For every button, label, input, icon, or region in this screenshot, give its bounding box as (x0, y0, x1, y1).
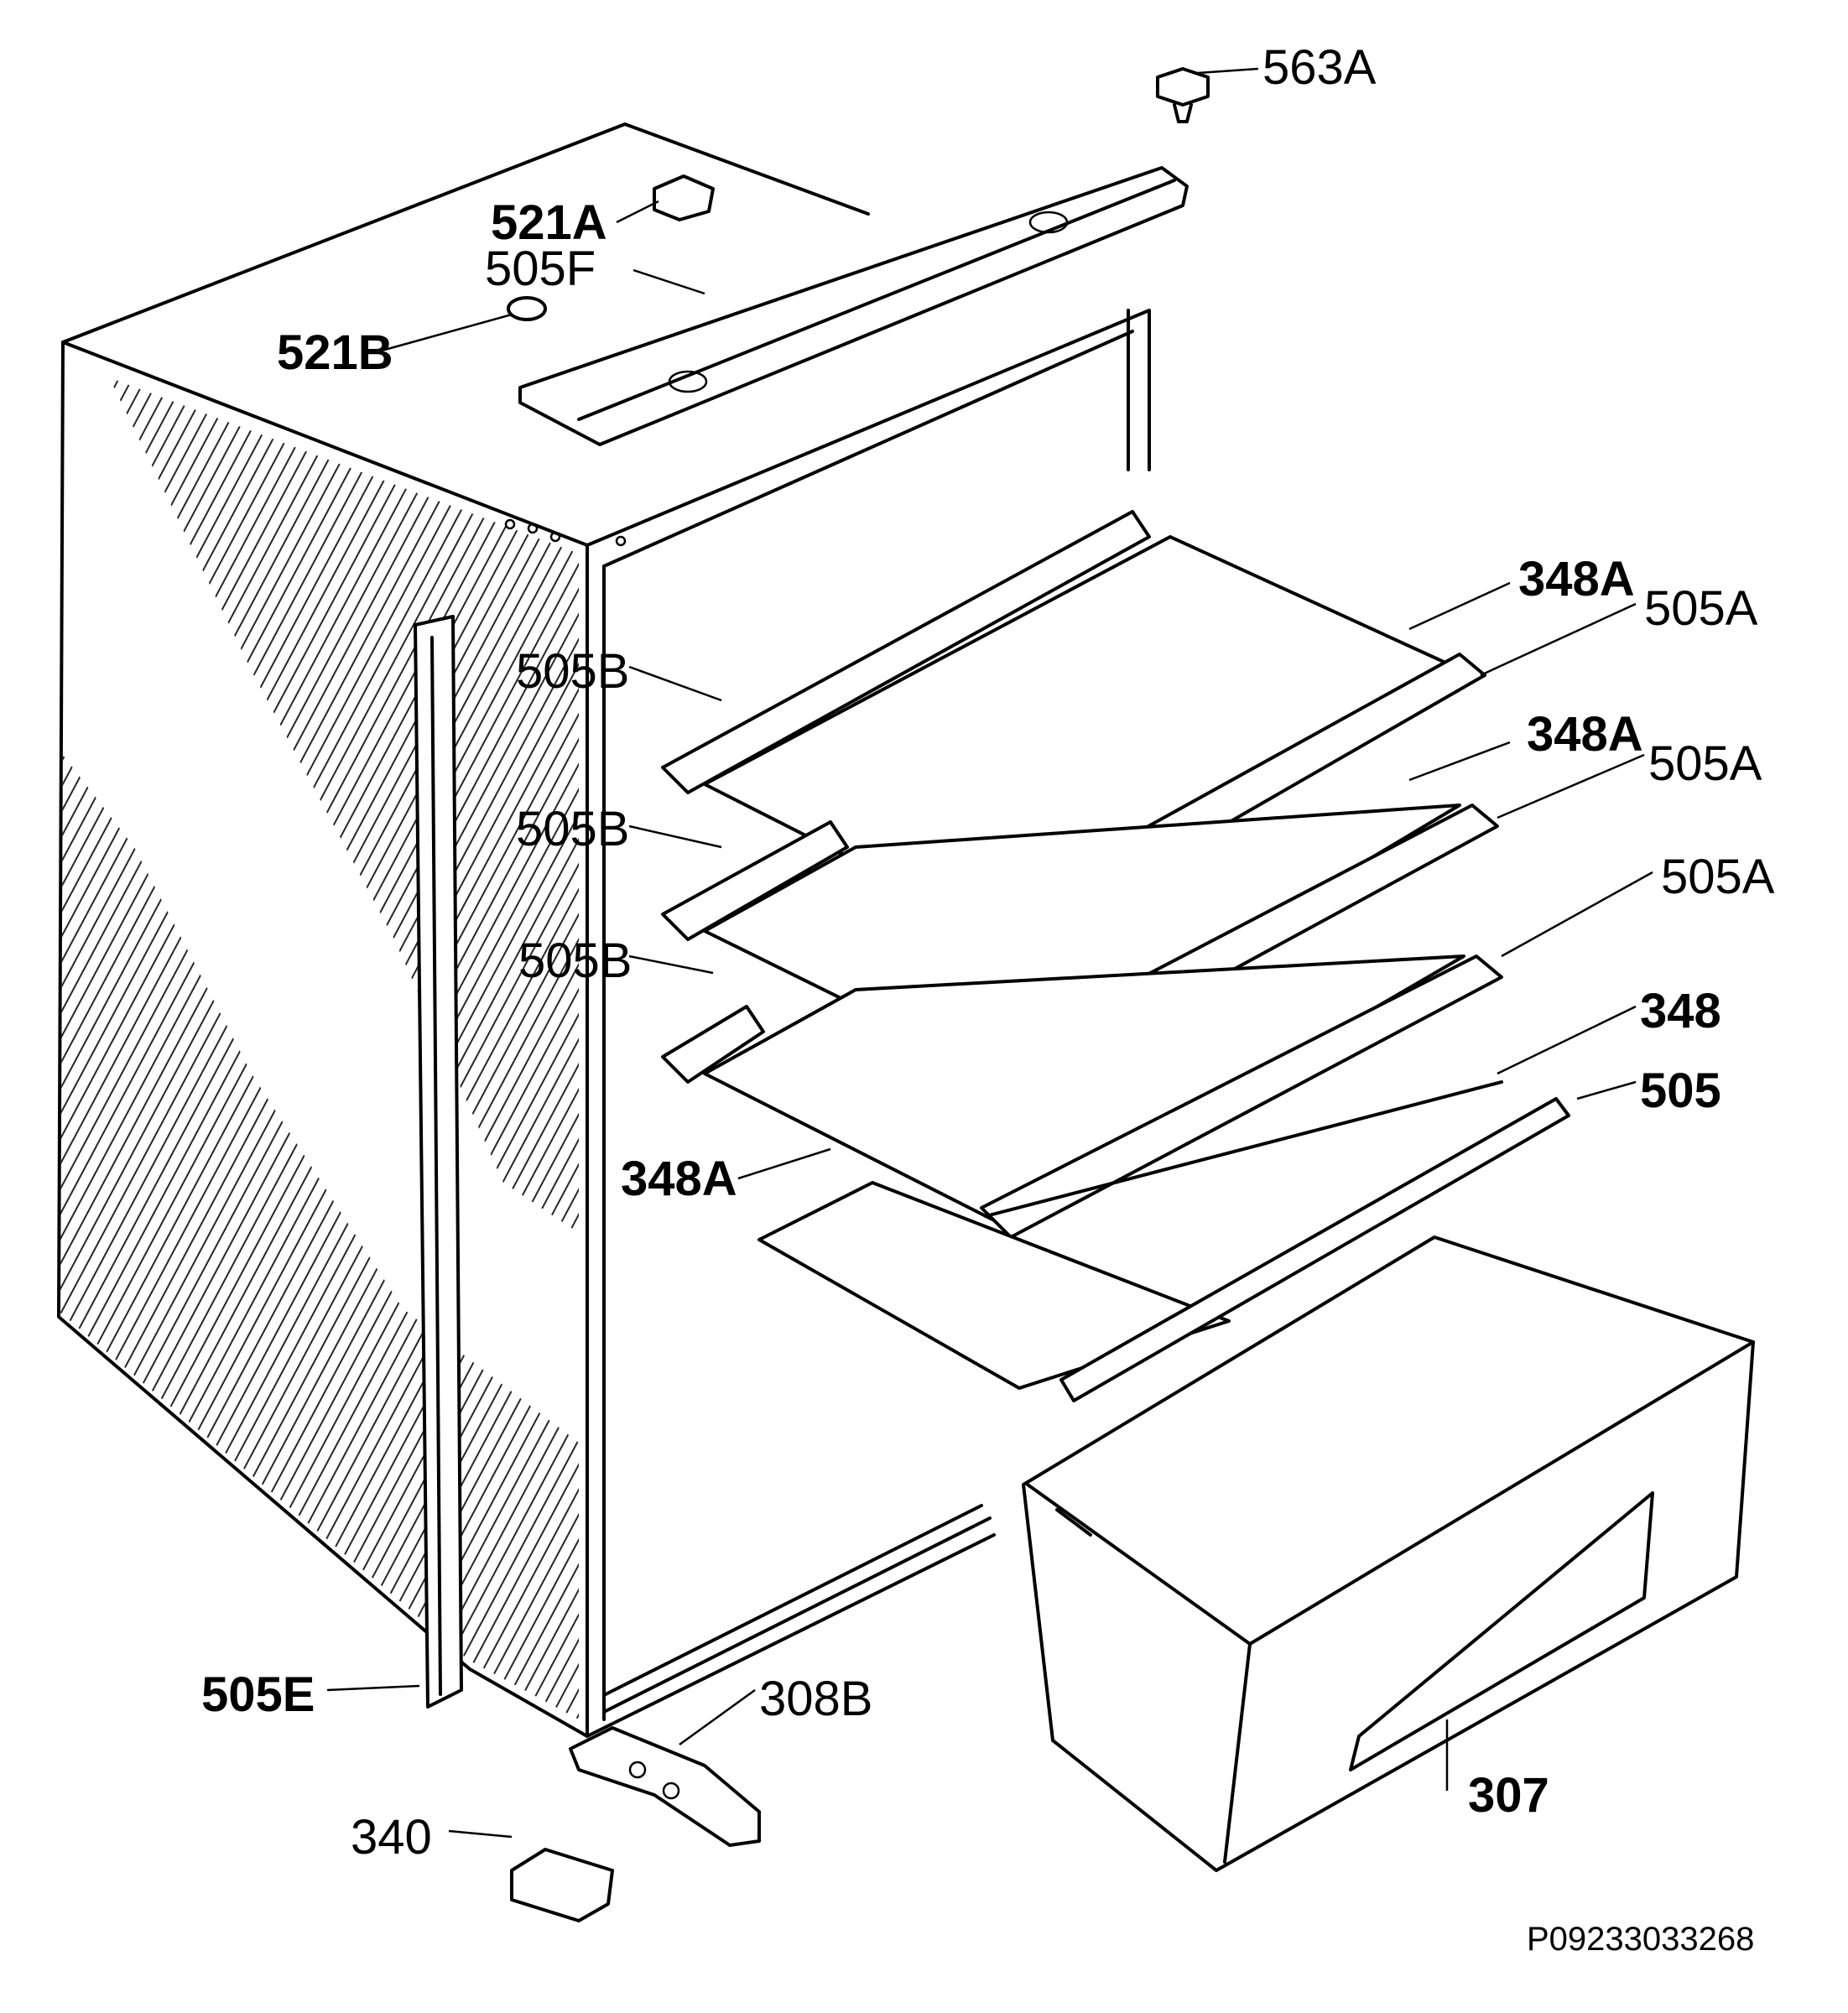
label-348: 348 (1640, 984, 1721, 1038)
label-348A-top: 348A (1518, 552, 1635, 606)
label-505B-3: 505B (518, 934, 632, 988)
block-part (510, 1848, 614, 1922)
plug-part (507, 296, 547, 321)
drawing-code: P09233033268 (1527, 1921, 1754, 1958)
shelf-3 (661, 954, 1503, 1239)
label-521B: 521B (277, 325, 393, 380)
part-labels: 563A 521A 505F 521B 348A 505A 505B 348A … (201, 40, 1775, 1865)
label-505A-1: 505A (1644, 581, 1758, 636)
front-strip-505 (1059, 1097, 1570, 1402)
top-rail (518, 166, 1189, 446)
cap-part (653, 174, 715, 221)
glass-shelf-348 (984, 1080, 1503, 1218)
label-505A-2: 505A (1648, 736, 1762, 791)
label-505B-2: 505B (516, 802, 629, 856)
hinge-part (569, 1726, 761, 1847)
label-308B: 308B (759, 1672, 872, 1726)
label-340: 340 (351, 1810, 432, 1865)
label-563A: 563A (1262, 40, 1377, 95)
label-307: 307 (1468, 1768, 1549, 1823)
label-521A: 521A (491, 195, 607, 250)
label-505E: 505E (201, 1667, 315, 1722)
crisper-drawer (1022, 1235, 1755, 1872)
label-505B-1: 505B (516, 644, 629, 699)
label-505F: 505F (485, 242, 596, 296)
label-348A-low: 348A (621, 1152, 737, 1206)
glass-shelf-bottom (757, 1181, 1231, 1390)
label-348A-mid: 348A (1527, 707, 1643, 762)
door-seal-strip (414, 615, 463, 1709)
screw-part (1156, 67, 1210, 123)
label-505A-3: 505A (1661, 850, 1775, 904)
label-505: 505 (1640, 1064, 1721, 1118)
leader-lines (326, 67, 1653, 1839)
